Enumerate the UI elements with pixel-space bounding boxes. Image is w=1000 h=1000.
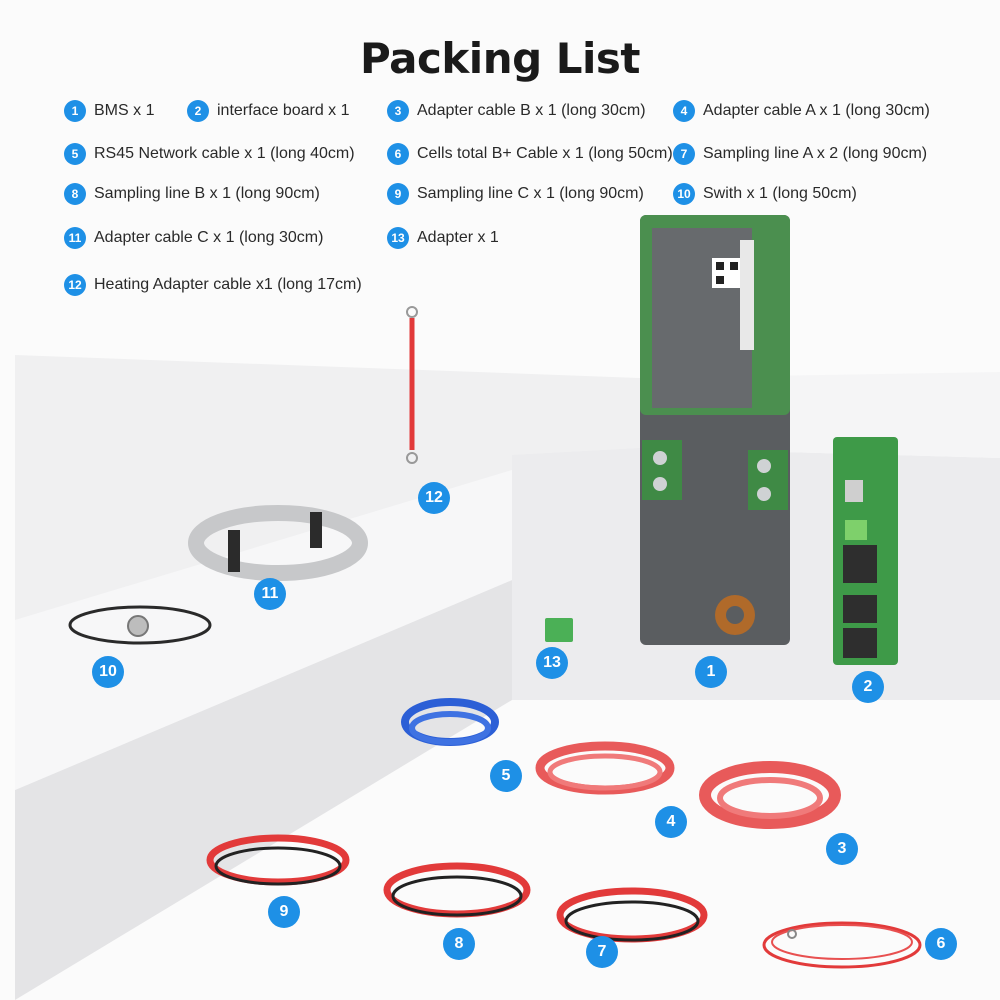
number-badge: 7 [673,143,695,165]
legend-item-8: 8 Sampling line B x 1 (long 90cm) [64,182,320,206]
switch-cable [68,605,212,645]
marker-3: 3 [826,833,858,865]
number-badge: 5 [64,143,86,165]
page-title: Packing List [359,34,641,83]
legend-item-5: 5 RS45 Network cable x 1 (long 40cm) [64,142,355,166]
number-badge: 8 [64,183,86,205]
legend-label: RS45 Network cable x 1 (long 40cm) [94,145,355,162]
interface-board [833,437,898,665]
number-badge: 3 [387,100,409,122]
legend-item-1: 1 BMS x 1 [64,99,154,123]
adapter-cable-b [699,761,841,829]
number-badge: 1 [64,100,86,122]
marker-6: 6 [925,928,957,960]
legend-label: Sampling line A x 2 (long 90cm) [703,145,928,162]
adapter-cable-a [535,741,675,795]
number-badge: 9 [387,183,409,205]
legend-label: Sampling line C x 1 (long 90cm) [417,185,644,202]
legend-item-9: 9 Sampling line C x 1 (long 90cm) [387,182,644,206]
legend-item-7: 7 Sampling line A x 2 (long 90cm) [673,142,927,166]
cells-total-b-plus-cable [762,921,922,969]
number-badge: 10 [673,183,695,205]
marker-8: 8 [443,928,475,960]
legend-item-6: 6 Cells total B+ Cable x 1 (long 50cm) [387,142,673,166]
sampling-line-b [383,862,531,918]
adapter-cable-c [188,505,368,581]
legend-label: Heating Adapter cable x1 (long 17cm) [94,276,362,293]
number-badge: 6 [387,143,409,165]
step-shadow [15,580,512,1000]
number-badge: 11 [64,227,86,249]
number-badge: 12 [64,274,86,296]
marker-11: 11 [254,578,286,610]
left-step-top [15,470,512,790]
marker-2: 2 [852,671,884,703]
marker-13: 13 [536,647,568,679]
legend-label: Adapter cable A x 1 (long 30cm) [703,102,930,119]
legend-label: Cells total B+ Cable x 1 (long 50cm) [417,145,673,162]
number-badge: 2 [187,100,209,122]
marker-10: 10 [92,656,124,688]
legend-item-12: 12 Heating Adapter cable x1 (long 17cm) [64,273,362,297]
legend-label: Swith x 1 (long 50cm) [703,185,857,202]
marker-4: 4 [655,806,687,838]
marker-1: 1 [695,656,727,688]
marker-9: 9 [268,896,300,928]
terminal-adapter [545,618,573,642]
legend-label: Adapter x 1 [417,229,499,246]
legend-label: Adapter cable B x 1 (long 30cm) [417,102,646,119]
legend-label: Sampling line B x 1 (long 90cm) [94,185,320,202]
legend-label: BMS x 1 [94,102,155,119]
marker-5: 5 [490,760,522,792]
legend-label: Adapter cable C x 1 (long 30cm) [94,229,324,246]
bms-board [640,215,790,645]
legend-item-11: 11 Adapter cable C x 1 (long 30cm) [64,226,323,250]
network-cable [401,698,499,746]
legend-item-13: 13 Adapter x 1 [387,226,499,250]
legend-item-10: 10 Swith x 1 (long 50cm) [673,182,857,206]
marker-7: 7 [586,936,618,968]
legend-label: interface board x 1 [217,102,350,119]
sampling-line-a [556,887,708,943]
legend-item-3: 3 Adapter cable B x 1 (long 30cm) [387,99,646,123]
legend-item-4: 4 Adapter cable A x 1 (long 30cm) [673,99,930,123]
sampling-line-c [206,834,350,886]
number-badge: 13 [387,227,409,249]
legend-item-2: 2 interface board x 1 [187,99,350,123]
number-badge: 4 [673,100,695,122]
marker-12: 12 [418,482,450,514]
heating-adapter-cable [406,306,418,464]
